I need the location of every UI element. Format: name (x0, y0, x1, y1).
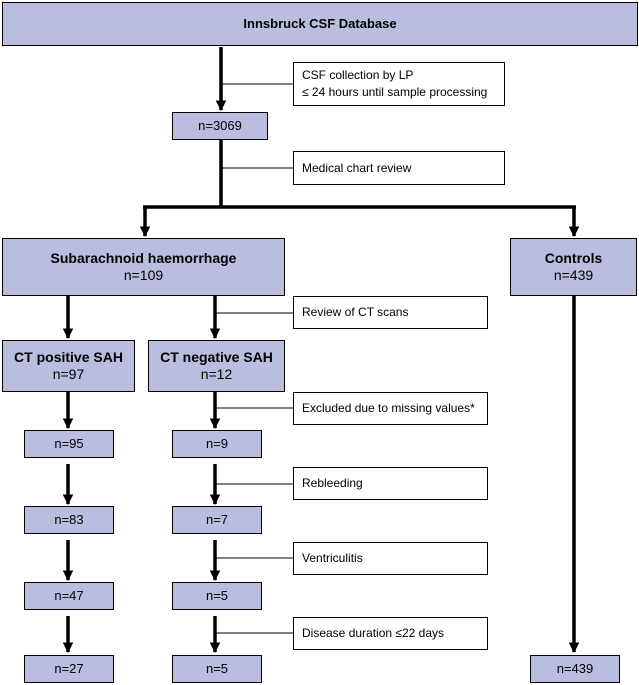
ct-positive-step-3: n=47 (24, 582, 114, 610)
excluded-note: Excluded due to missing values* (293, 392, 488, 425)
ct-negative-title: CT negative SAH (160, 348, 273, 365)
controls-box: Controls n=439 (510, 238, 637, 296)
database-box: Innsbruck CSF Database (2, 2, 638, 46)
ct-negative-final: n=5 (172, 655, 262, 683)
ct-review-note: Review of CT scans (293, 296, 488, 329)
ct-negative-step-2: n=7 (172, 506, 262, 534)
controls-final: n=439 (530, 655, 620, 683)
ct-negative-step-1: n=9 (172, 430, 262, 458)
ct-positive-box: CT positive SAH n=97 (2, 340, 135, 392)
csf-note-line1: CSF collection by LP (302, 68, 414, 83)
rebleeding-label: Rebleeding (302, 476, 363, 491)
duration-note: Disease duration ≤22 days (293, 617, 488, 650)
step-count: n=7 (205, 511, 229, 527)
final-count: n=439 (556, 660, 594, 676)
final-count: n=27 (54, 660, 84, 676)
csf-note-line2: ≤ 24 hours until sample processing (302, 85, 488, 99)
excluded-label: Excluded due to missing values* (302, 401, 475, 416)
duration-label: Disease duration ≤22 days (302, 626, 445, 641)
step-count: n=5 (205, 587, 229, 603)
step-count: n=95 (54, 435, 84, 451)
rebleeding-note: Rebleeding (293, 467, 488, 500)
ct-positive-title: CT positive SAH (14, 348, 123, 365)
sah-title: Subarachnoid haemorrhage (50, 249, 237, 266)
step-count: n=9 (205, 435, 229, 451)
final-count: n=5 (205, 660, 229, 676)
ct-positive-count: n=97 (52, 366, 85, 382)
sah-box: Subarachnoid haemorrhage n=109 (2, 238, 285, 296)
ct-negative-count: n=12 (200, 366, 233, 382)
ct-positive-final: n=27 (24, 655, 114, 683)
ventriculitis-label: Ventriculitis (302, 551, 363, 566)
total-count-box: n=3069 (172, 112, 268, 140)
ct-positive-step-2: n=83 (24, 506, 114, 534)
controls-title: Controls (544, 249, 603, 266)
ct-positive-step-1: n=95 (24, 430, 114, 458)
csf-collection-note: CSF collection by LP ≤ 24 hours until sa… (293, 62, 505, 106)
chart-review-label: Medical chart review (302, 160, 412, 175)
chart-review-note: Medical chart review (293, 151, 505, 185)
controls-count: n=439 (553, 267, 594, 283)
ventriculitis-note: Ventriculitis (293, 542, 488, 575)
total-count: n=3069 (198, 117, 242, 133)
step-count: n=47 (54, 587, 84, 603)
ct-review-label: Review of CT scans (302, 305, 409, 320)
step-count: n=83 (54, 511, 84, 527)
database-title: Innsbruck CSF Database (243, 15, 397, 31)
sah-count: n=109 (123, 267, 164, 283)
ct-negative-step-3: n=5 (172, 582, 262, 610)
ct-negative-box: CT negative SAH n=12 (148, 340, 285, 392)
